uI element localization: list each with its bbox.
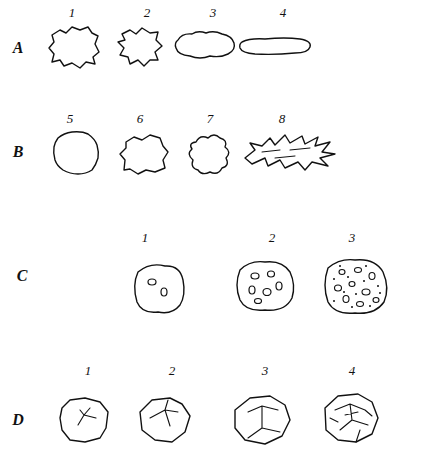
cracked-particle	[325, 394, 378, 442]
callout-number: 7	[207, 112, 214, 125]
cracked-particle	[235, 396, 290, 444]
callout-number: 3	[262, 364, 269, 377]
row-letter: D	[12, 412, 24, 428]
crack-lines	[248, 406, 280, 438]
particle-outline	[49, 27, 99, 68]
cracked-particle	[140, 398, 190, 442]
callout-number: 2	[269, 231, 276, 244]
cracked-particle	[60, 398, 108, 442]
dots	[333, 265, 381, 308]
callout-number: 6	[137, 112, 144, 125]
fiber-strokes	[262, 148, 310, 158]
callout-number: 2	[169, 364, 176, 377]
callout-number: 2	[144, 6, 151, 19]
pores	[249, 271, 282, 304]
callout-number: 3	[210, 6, 217, 19]
porous-particle	[237, 262, 294, 311]
callout-number: 1	[142, 231, 149, 244]
particle-outline	[175, 32, 234, 58]
callout-number: 8	[279, 112, 286, 125]
pores	[335, 268, 380, 307]
crack-lines	[330, 404, 372, 442]
particle-outline	[240, 38, 311, 54]
callout-number: 1	[85, 364, 92, 377]
row-letter: C	[17, 268, 28, 284]
callout-number: 1	[69, 6, 76, 19]
callout-number: 4	[280, 6, 287, 19]
row-letter: A	[13, 40, 24, 56]
row-letter: B	[13, 144, 24, 160]
porous-particle	[325, 260, 387, 314]
callout-number: 3	[349, 231, 356, 244]
crack-lines	[150, 400, 178, 426]
callout-number: 5	[67, 112, 74, 125]
particle-outline	[120, 135, 168, 174]
porous-particle	[135, 265, 184, 313]
pores	[148, 279, 167, 296]
particle-outline	[189, 135, 229, 174]
callout-number: 4	[349, 364, 356, 377]
crack-lines	[78, 408, 96, 425]
particle-outline	[54, 132, 99, 174]
particle-outline	[118, 28, 162, 66]
fibrous-particle	[245, 135, 335, 170]
